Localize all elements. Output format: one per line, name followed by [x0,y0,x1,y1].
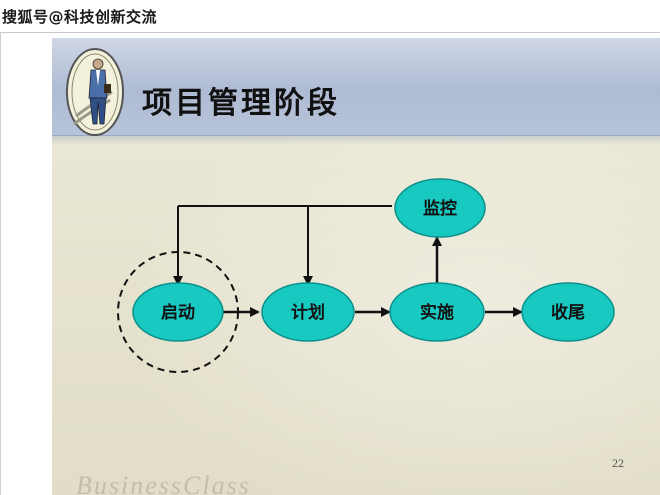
page-number: 22 [612,456,624,470]
slide-title: 项目管理阶段 [142,86,340,121]
watermark-bar: 搜狐号@科技创新交流 [0,0,660,33]
banner-shadow [52,135,660,145]
slide: 项目管理阶段 启动 计划 实施 [52,38,660,495]
page-left-border [0,32,1,495]
node-plan: 计划 [261,282,355,342]
phase-flow-diagram: 启动 计划 实施 监控 收尾 [117,178,615,373]
node-execute-label: 实施 [420,302,454,323]
node-plan-label: 计划 [291,302,325,323]
watermark-text: 搜狐号@科技创新交流 [2,8,158,26]
node-start-label: 启动 [161,302,195,323]
title-banner [52,38,660,136]
node-close: 收尾 [521,282,615,342]
node-start: 启动 [132,282,224,342]
businessman-logo-icon [66,48,124,136]
node-execute: 实施 [389,282,485,342]
node-close-label: 收尾 [551,302,585,323]
node-monitor: 监控 [394,178,486,238]
node-monitor-label: 监控 [423,198,457,219]
brand-signature: BusinessClass [76,471,251,495]
